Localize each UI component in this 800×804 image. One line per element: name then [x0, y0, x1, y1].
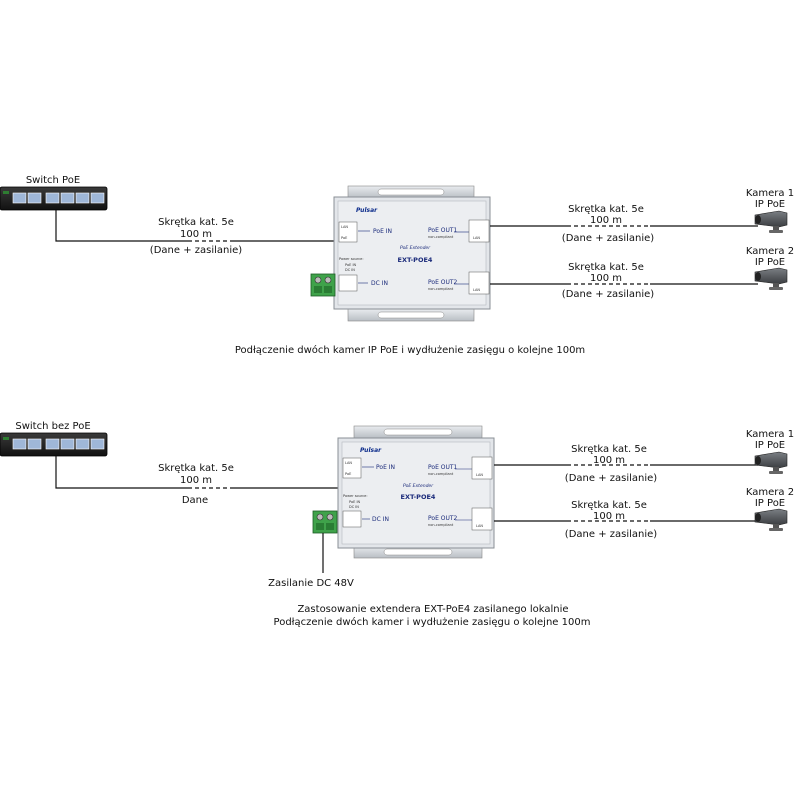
- top-caption: Podłączenie dwóch kamer IP PoE i wydłuże…: [235, 344, 585, 356]
- bottom-device-subtitle: PoE Extender: [403, 483, 434, 489]
- top-out1: PoE OUT1: [428, 227, 458, 234]
- bottom-switch-icon: [0, 432, 108, 457]
- top-out2-lan: LAN: [473, 288, 480, 292]
- top-out1-note: non-compliant: [428, 235, 454, 239]
- top-right1-note: (Dane + zasilanie): [562, 233, 654, 244]
- top-left-cable: [55, 210, 188, 242]
- bottom-cam2-type: IP PoE: [755, 498, 785, 509]
- bottom-cam1-type: IP PoE: [755, 440, 785, 451]
- top-left-link-length: 100 m: [180, 229, 212, 240]
- bottom-out2-lan: LAN: [476, 524, 483, 528]
- bottom-ps-poe: PoE IN: [349, 500, 360, 504]
- bottom-caption-line1: Zastosowanie extendera EXT-PoE4 zasilane…: [297, 604, 568, 615]
- top-out1-lan: LAN: [473, 236, 480, 240]
- bottom-poe-in: PoE IN: [376, 464, 395, 471]
- top-left-link-note: (Dane + zasilanie): [150, 245, 242, 256]
- bottom-device-brand: Pulsar: [360, 447, 382, 454]
- top-device-brand: Pulsar: [356, 207, 378, 214]
- bottom-out1-note: non-compliant: [428, 472, 454, 476]
- top-ps-poe: PoE IN: [345, 263, 356, 267]
- bottom-right2-length: 100 m: [593, 511, 625, 522]
- bottom-left-link-type: Skrętka kat. 5e: [158, 463, 234, 474]
- bottom-dc-in: DC IN: [372, 516, 389, 523]
- top-out2: PoE OUT2: [428, 279, 458, 286]
- top-cam1-icon: [754, 210, 788, 234]
- bottom-right1-type: Skrętka kat. 5e: [571, 444, 647, 455]
- bottom-switch-label: Switch bez PoE: [15, 421, 90, 432]
- top-cam1-name: Kamera 1: [746, 188, 794, 199]
- top-right1-length: 100 m: [590, 215, 622, 226]
- top-ps-dc: DC IN: [345, 268, 355, 272]
- bottom-ps-dc: DC IN: [349, 505, 359, 509]
- top-scenario: Switch PoE Skrętka kat. 5e 100 m (Dane +…: [0, 175, 794, 356]
- bottom-cam2-icon: [754, 508, 788, 532]
- top-port-lan: LAN: [341, 225, 348, 229]
- bottom-left-cable: [55, 456, 188, 489]
- bottom-scenario: Switch bez PoE Skrętka kat. 5e 100 m Dan…: [0, 421, 794, 628]
- bottom-device: Pulsar LAN PoE PoE IN Power source: PoE …: [337, 425, 495, 559]
- top-device-model: EXT-POE4: [398, 256, 433, 264]
- top-switch-label: Switch PoE: [26, 175, 80, 186]
- top-power-source: Power source:: [339, 257, 364, 261]
- top-right1-type: Skrętka kat. 5e: [568, 204, 644, 215]
- bottom-out2: PoE OUT2: [428, 515, 458, 522]
- top-dc-in: DC IN: [371, 280, 388, 287]
- bottom-port-poe: PoE: [345, 472, 351, 476]
- bottom-port-lan: LAN: [345, 461, 352, 465]
- bottom-right1-note: (Dane + zasilanie): [565, 473, 657, 484]
- top-right2-length: 100 m: [590, 273, 622, 284]
- top-cam2-icon: [754, 267, 788, 291]
- top-right2-note: (Dane + zasilanie): [562, 289, 654, 300]
- top-device-subtitle: PoE Extender: [400, 245, 431, 251]
- bottom-device-model: EXT-POE4: [401, 493, 436, 501]
- bottom-power-label: Zasilanie DC 48V: [268, 578, 354, 589]
- bottom-caption-line2: Podłączenie dwóch kamer i wydłużenie zas…: [274, 616, 591, 628]
- top-cam2-name: Kamera 2: [746, 246, 794, 257]
- bottom-out1-lan: LAN: [476, 473, 483, 477]
- bottom-out1: PoE OUT1: [428, 464, 458, 471]
- bottom-right1-length: 100 m: [593, 455, 625, 466]
- bottom-out2-note: non-compliant: [428, 523, 454, 527]
- bottom-left-link-length: 100 m: [180, 475, 212, 486]
- top-switch-icon: [0, 186, 108, 211]
- bottom-cam1-name: Kamera 1: [746, 429, 794, 440]
- top-out2-note: non-compliant: [428, 287, 454, 291]
- top-right2-type: Skrętka kat. 5e: [568, 262, 644, 273]
- bottom-right2-type: Skrętka kat. 5e: [571, 500, 647, 511]
- top-device: Pulsar LAN PoE PoE IN Power source: PoE …: [333, 185, 491, 322]
- bottom-power-source: Power source:: [343, 494, 368, 498]
- top-terminal-block: [310, 273, 336, 297]
- top-poe-in: PoE IN: [373, 228, 392, 235]
- top-left-link-type: Skrętka kat. 5e: [158, 217, 234, 228]
- top-cam2-type: IP PoE: [755, 257, 785, 268]
- bottom-right2-note: (Dane + zasilanie): [565, 529, 657, 540]
- bottom-terminal-block: [312, 510, 338, 534]
- top-port-poe: PoE: [341, 236, 347, 240]
- bottom-cam2-name: Kamera 2: [746, 487, 794, 498]
- bottom-left-link-note: Dane: [182, 495, 208, 506]
- bottom-cam1-icon: [754, 451, 788, 475]
- top-cam1-type: IP PoE: [755, 199, 785, 210]
